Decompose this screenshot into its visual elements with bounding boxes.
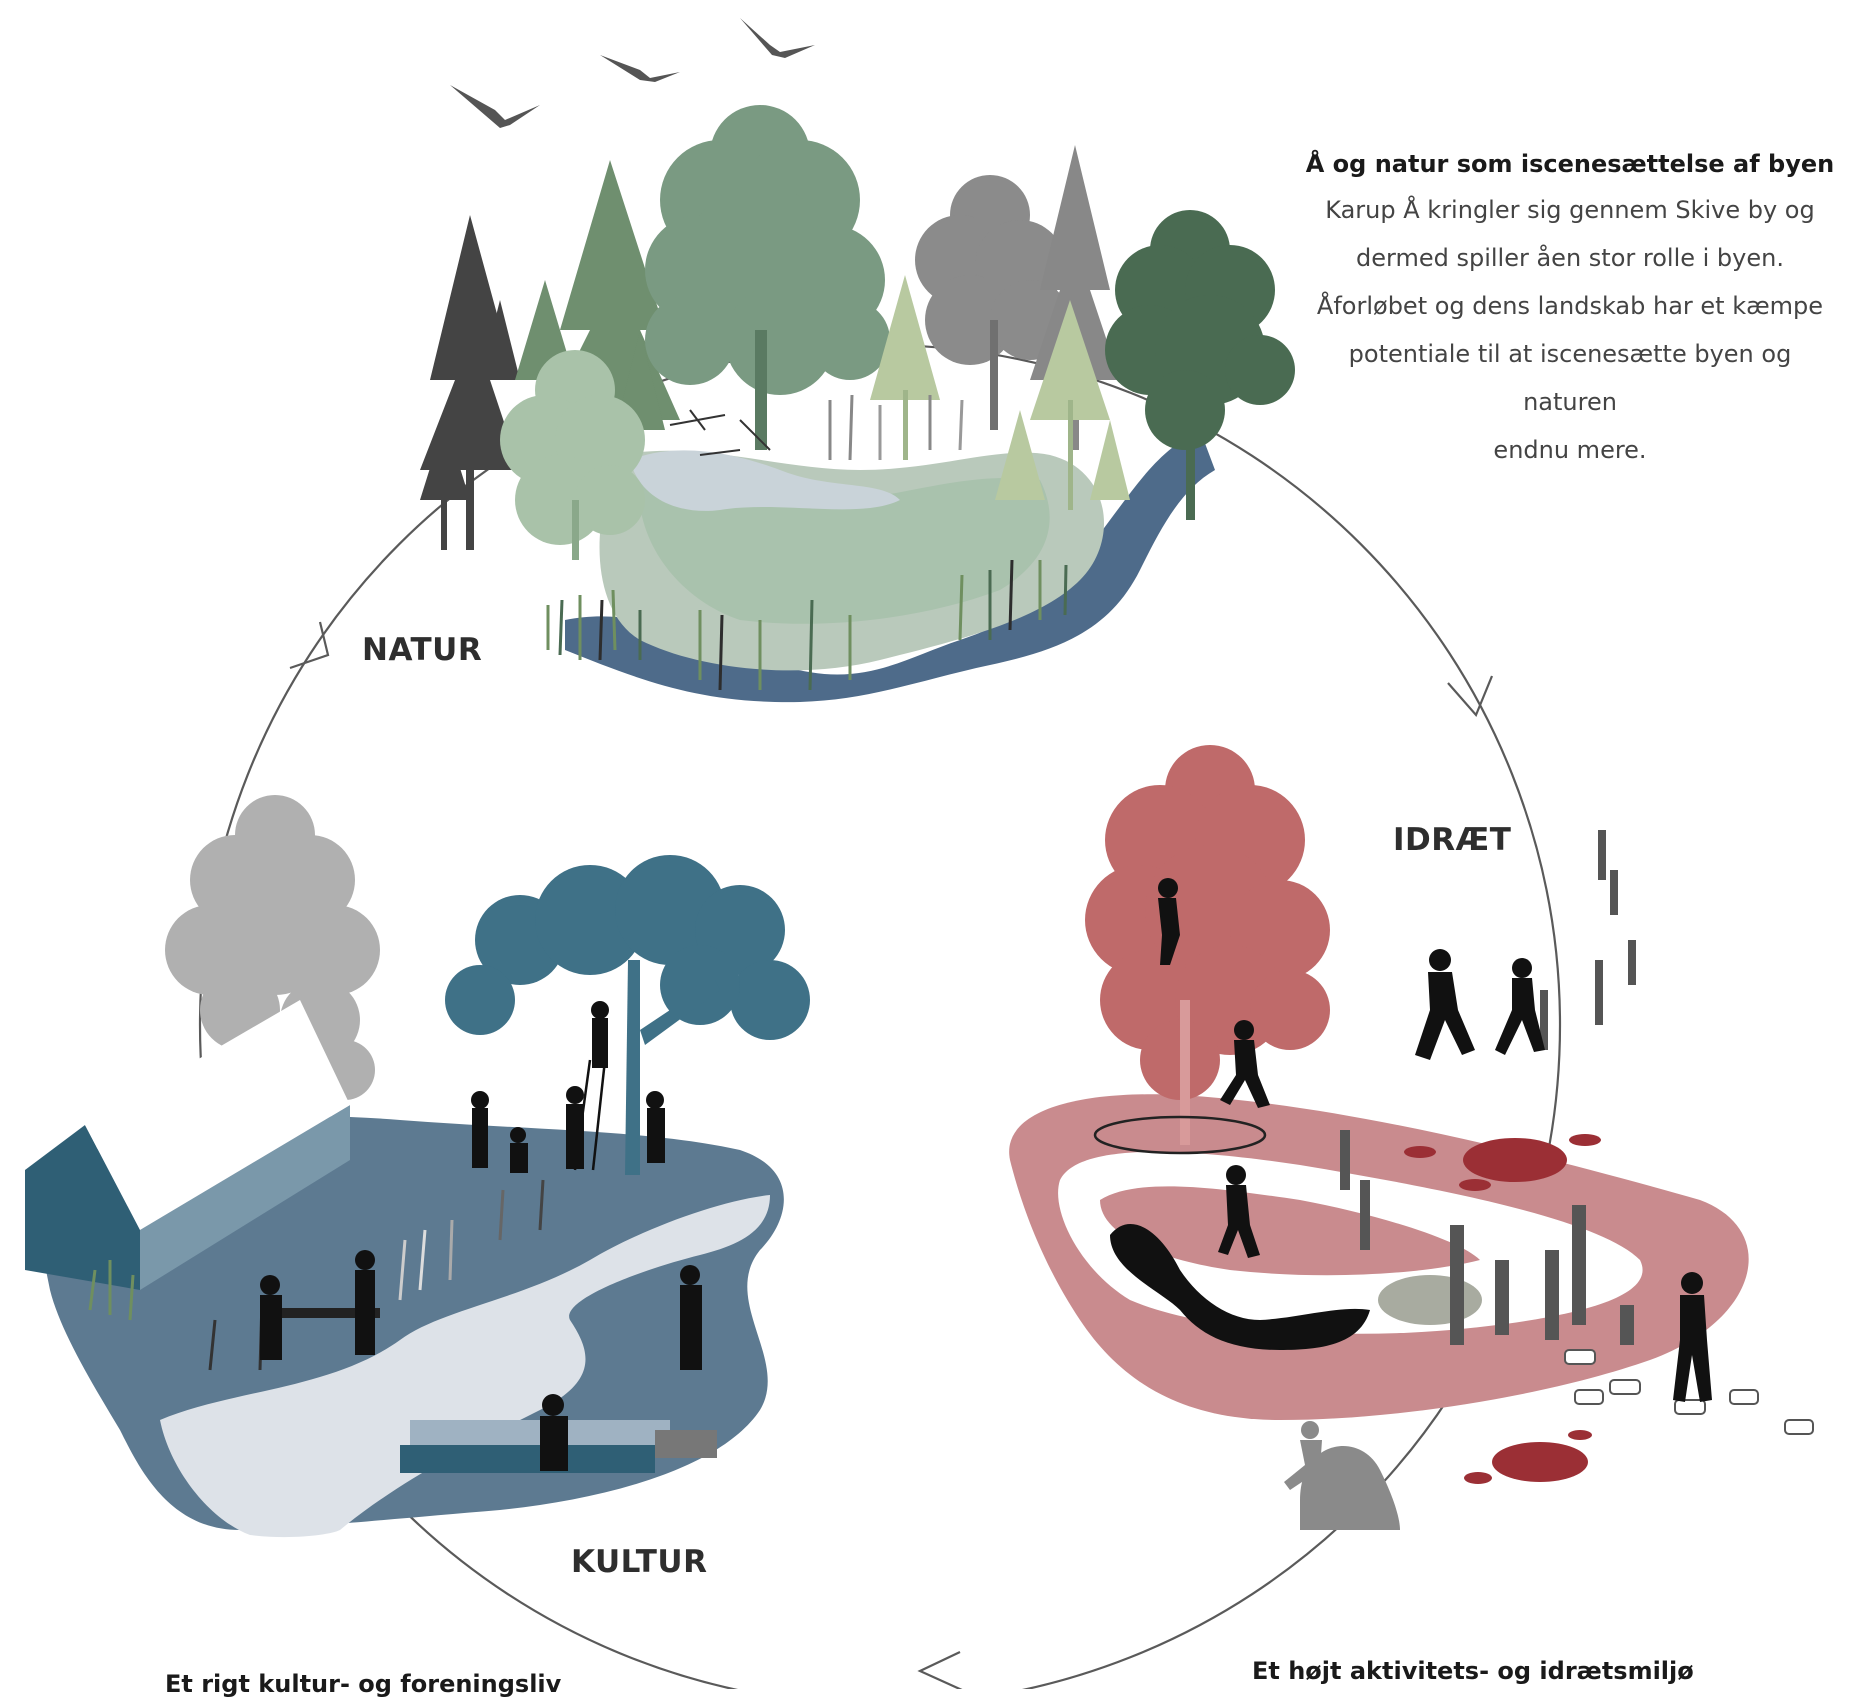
section-label-natur: NATUR [362, 632, 483, 668]
nature-caption-line: dermed spiller åen stor rolle i byen. [1356, 244, 1784, 272]
nature-caption-line: Karup Å kringler sig gennem Skive by og [1325, 196, 1815, 224]
bird-icons [450, 18, 815, 128]
deciduous-tree-red [1085, 745, 1330, 1145]
nature-scene [420, 18, 1295, 703]
culture-path [160, 1195, 770, 1538]
nature-caption-line: Åforløbet og dens landskab har et kæmpe [1316, 292, 1824, 320]
fruit-tree-teal [445, 855, 810, 1175]
house-building [25, 1000, 350, 1290]
nature-caption: Å og natur som iscenesættelse af byen Ka… [1300, 150, 1840, 474]
river [565, 430, 1215, 703]
section-label-idraet: IDRÆT [1393, 822, 1512, 858]
deciduous-tree-dark-green [1105, 210, 1295, 520]
cycle-arrow-bottom [917, 1651, 963, 1689]
trampoline [1093, 1115, 1267, 1155]
reeds [546, 394, 1068, 691]
dark-red-spots [1404, 1134, 1601, 1484]
stone-disc [1378, 1275, 1482, 1325]
picnic-table [280, 1308, 380, 1318]
conifer-trees-pale [870, 275, 1130, 510]
climbing-hill [1300, 1446, 1400, 1530]
culture-caption-title: Et rigt kultur- og foreningsliv [165, 1670, 562, 1698]
people-silhouettes-culture [260, 1001, 702, 1471]
sport-scene [1009, 745, 1814, 1530]
climbing-log [1110, 1223, 1370, 1350]
deciduous-tree-pale [500, 350, 645, 560]
deciduous-tree-grey-bg [165, 795, 380, 1100]
stepping-stones [1564, 1349, 1814, 1435]
sport-caption-title: Et højt aktivitets- og idrætsmiljø [1252, 1657, 1694, 1685]
cycle-arrow-left [289, 621, 330, 670]
nature-caption-line: endnu mere. [1493, 436, 1647, 464]
dragonfly-icons [669, 409, 771, 456]
deciduous-tree-green [645, 105, 890, 450]
section-label-kultur: KULTUR [571, 1544, 708, 1580]
nature-caption-title: Å og natur som iscenesættelse af byen [1305, 150, 1835, 178]
culture-scene [25, 795, 810, 1538]
conifer-trees-dark [420, 215, 520, 550]
people-silhouettes [1158, 878, 1712, 1402]
nature-caption-line: potentiale til at iscenesætte byen og na… [1348, 340, 1792, 416]
balance-posts [1340, 830, 1636, 1345]
cycle-arrow-right [1447, 675, 1494, 718]
